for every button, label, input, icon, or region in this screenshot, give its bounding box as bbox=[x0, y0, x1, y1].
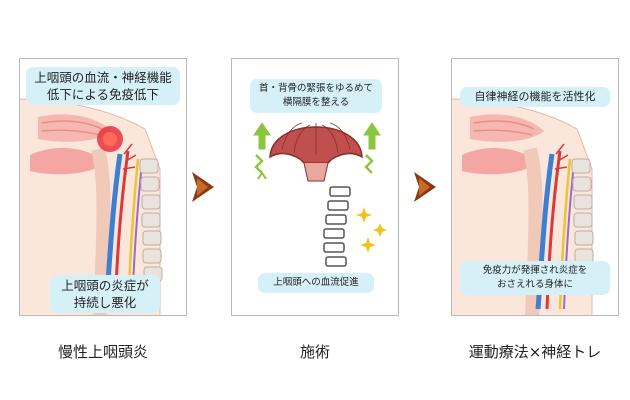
panel-2-top-bubble: 首・背骨の緊張をゆるめて 横隔膜を整える bbox=[250, 79, 382, 113]
caption-exercise-neuro-training: 運動療法×神経トレ bbox=[468, 343, 602, 361]
chevron-right-icon bbox=[192, 172, 214, 202]
panel-2-bottom-bubble: 上咽頭への血流促進 bbox=[258, 273, 374, 293]
panel-3-top-bubble: 自律神経の機能を活性化 bbox=[460, 87, 610, 107]
up-arrow-icon bbox=[363, 122, 381, 174]
panel-3-bottom-line-2: おさえれる身体に bbox=[496, 279, 573, 290]
chevron-right-icon bbox=[414, 172, 436, 202]
panel-1-bottom-bubble: 上咽頭の炎症が 持続し悪化 bbox=[50, 275, 160, 313]
panel-3-bottom-bubble: 免疫力が発揮され炎症を おさえれる身体に bbox=[460, 261, 610, 295]
panel-1-top-bubble: 上咽頭の血流・神経機能 低下による免疫低下 bbox=[26, 67, 180, 105]
caption-chronic-epipharyngitis: 慢性上咽頭炎 bbox=[57, 343, 148, 361]
up-arrow-icon bbox=[253, 122, 271, 180]
panel-1-bottom-line-2: 持続し悪化 bbox=[73, 295, 137, 310]
panel-2-top-line-2: 横隔膜を整える bbox=[282, 97, 350, 108]
panel-exercise-neuro-training: 自律神経の機能を活性化 免疫力が発揮され炎症を おさえれる身体に bbox=[451, 58, 619, 316]
panel-1-top-line-1: 上咽頭の血流・神経機能 bbox=[34, 70, 172, 85]
panel-1-top-line-2: 低下による免疫低下 bbox=[46, 87, 160, 102]
diaphragm-illustration bbox=[253, 122, 387, 267]
panel-treatment: 首・背骨の緊張をゆるめて 横隔膜を整える 上咽頭への血流促進 bbox=[231, 58, 399, 316]
panel-1-bottom-line-1: 上咽頭の炎症が bbox=[61, 278, 149, 293]
sparkle-icon bbox=[356, 207, 387, 253]
panel-2-bottom-line: 上咽頭への血流促進 bbox=[273, 277, 359, 288]
panel-3-bottom-line-1: 免疫力が発揮され炎症を bbox=[482, 265, 588, 276]
panel-chronic-epipharyngitis: 上咽頭の血流・神経機能 低下による免疫低下 上咽頭の炎症が 持続し悪化 bbox=[19, 58, 187, 316]
caption-treatment: 施術 bbox=[299, 343, 330, 361]
panel-3-top-line: 自律神経の機能を活性化 bbox=[474, 90, 596, 103]
panel-2-top-line-1: 首・背骨の緊張をゆるめて bbox=[258, 83, 373, 94]
spine-illustration bbox=[323, 186, 351, 267]
